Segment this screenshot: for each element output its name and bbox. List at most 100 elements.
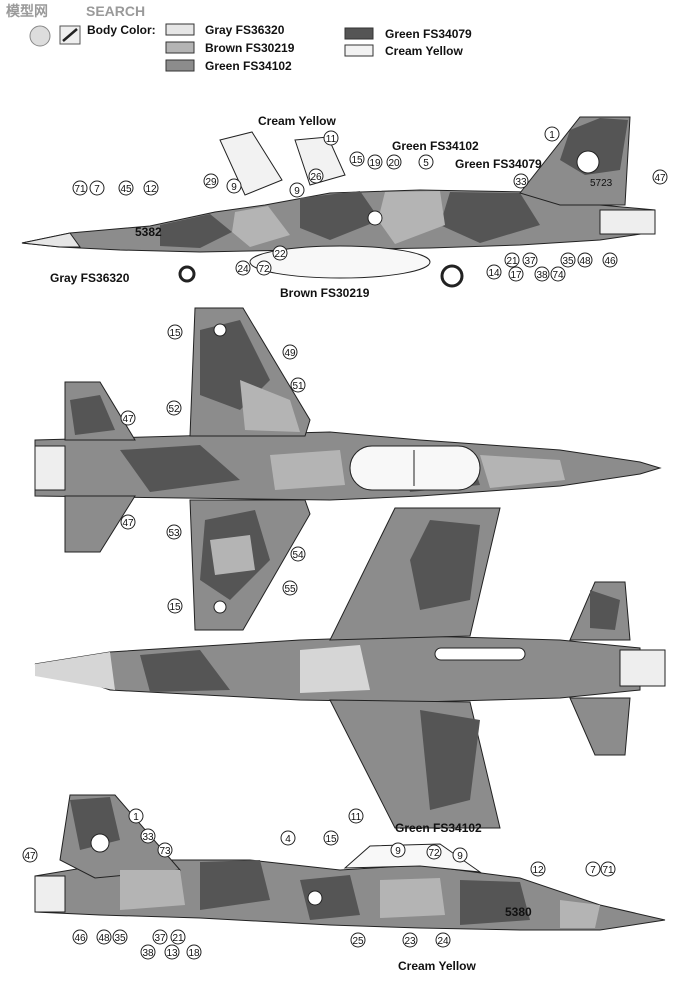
svg-text:72: 72 xyxy=(258,264,270,275)
part-callout: 53 xyxy=(166,524,182,540)
side-top-radome xyxy=(21,232,81,248)
part-callout: 49 xyxy=(282,344,298,360)
part-callout: 33 xyxy=(140,828,156,844)
part-callout: 37 xyxy=(522,252,538,268)
side-bottom-camo-dark xyxy=(70,797,530,925)
svg-text:51: 51 xyxy=(292,381,304,392)
svg-text:35: 35 xyxy=(562,256,574,267)
svg-text:38: 38 xyxy=(142,948,154,959)
underside-fuel-tank xyxy=(434,647,526,661)
color-legend: Body Color: Gray FS36320 Brown FS30219 G… xyxy=(87,23,472,73)
svg-text:15: 15 xyxy=(351,155,363,166)
underside-view: Green FS34102 xyxy=(34,507,666,835)
part-callout: 38 xyxy=(534,266,550,282)
part-callout: 24 xyxy=(435,932,451,948)
svg-text:47: 47 xyxy=(24,851,36,862)
part-callout: 71 xyxy=(72,180,88,196)
swatch-green-34102 xyxy=(165,59,195,72)
side-top-nose-number: 5382 xyxy=(135,225,162,239)
callout-brown-30219: Brown FS30219 xyxy=(280,286,370,300)
side-bottom-nose-number: 5380 xyxy=(505,905,532,919)
svg-text:71: 71 xyxy=(602,865,614,876)
callout-green-34079-top: Green FS34079 xyxy=(455,157,542,171)
svg-text:21: 21 xyxy=(506,256,518,267)
svg-text:23: 23 xyxy=(404,936,416,947)
svg-text:25: 25 xyxy=(352,936,364,947)
part-callout: 9 xyxy=(390,842,406,858)
side-top-main-wheel xyxy=(440,264,464,288)
side-top-part-numbers: 71 7 45 12 29 9 24 72 22 11 15 19 20 5 2… xyxy=(72,126,668,282)
legend-green-34102-label: Green FS34102 xyxy=(205,59,292,73)
side-top-tail-roundel xyxy=(576,150,600,174)
svg-text:21: 21 xyxy=(172,933,184,944)
svg-text:53: 53 xyxy=(168,528,180,539)
svg-text:20: 20 xyxy=(388,158,400,169)
part-callout: 29 xyxy=(203,173,219,189)
svg-text:47: 47 xyxy=(122,518,134,529)
plan-top-roundel-lower xyxy=(213,600,227,614)
part-callout: 19 xyxy=(367,154,383,170)
part-callout: 15 xyxy=(323,830,339,846)
swatch-green-34079 xyxy=(344,27,374,40)
part-callout: 26 xyxy=(308,168,324,184)
svg-text:33: 33 xyxy=(142,832,154,843)
plan-top-fuselage xyxy=(34,431,662,501)
part-callout: 47 xyxy=(22,847,38,863)
plan-top-camo-light xyxy=(210,380,565,575)
side-top-exhaust xyxy=(599,209,656,235)
part-callout: 48 xyxy=(96,929,112,945)
svg-text:13: 13 xyxy=(166,948,178,959)
side-top-camo-light xyxy=(232,191,445,247)
part-callout: 13 xyxy=(164,944,180,960)
svg-text:49: 49 xyxy=(284,348,296,359)
svg-text:24: 24 xyxy=(437,936,449,947)
callout-gray-36320: Gray FS36320 xyxy=(50,271,130,285)
side-top-camo-dark xyxy=(160,191,540,248)
part-callout: 74 xyxy=(550,266,566,282)
part-callout: 21 xyxy=(170,929,186,945)
svg-text:47: 47 xyxy=(122,414,134,425)
part-callout: 9 xyxy=(226,178,242,194)
part-callout: 15 xyxy=(167,324,183,340)
svg-text:55: 55 xyxy=(284,584,296,595)
part-callout: 46 xyxy=(72,929,88,945)
svg-text:11: 11 xyxy=(351,812,362,823)
part-callout: 72 xyxy=(256,260,272,276)
part-callout: 35 xyxy=(112,929,128,945)
underside-tailplane-lower xyxy=(569,697,631,756)
svg-text:15: 15 xyxy=(169,602,181,613)
part-callout: 35 xyxy=(560,252,576,268)
part-callout: 9 xyxy=(289,182,305,198)
side-bottom-part-numbers: 1 33 73 47 4 15 11 9 72 9 12 7 71 46 48 … xyxy=(22,808,616,960)
plan-top-canopy xyxy=(349,445,481,491)
part-callout: 51 xyxy=(290,377,306,393)
part-callout: 33 xyxy=(513,173,529,189)
side-top-nose-wheel xyxy=(178,265,196,283)
svg-text:37: 37 xyxy=(154,933,166,944)
plan-top-tailplane-lower xyxy=(64,495,136,553)
side-bottom-camo-light xyxy=(120,870,600,928)
part-callout: 47 xyxy=(120,410,136,426)
part-callout: 45 xyxy=(118,180,134,196)
legend-cream-yellow-label: Cream Yellow xyxy=(385,44,463,58)
svg-text:37: 37 xyxy=(524,256,536,267)
plan-top-roundel-upper xyxy=(213,323,227,337)
svg-text:38: 38 xyxy=(536,270,548,281)
side-bottom-roundel xyxy=(307,890,323,906)
svg-text:74: 74 xyxy=(552,270,564,281)
part-callout: 73 xyxy=(157,842,173,858)
part-callout: 25 xyxy=(350,932,366,948)
svg-text:17: 17 xyxy=(510,270,522,281)
svg-text:47: 47 xyxy=(654,173,666,184)
logo-badge-icon xyxy=(29,25,51,47)
brush-stroke xyxy=(62,28,78,42)
svg-text:7: 7 xyxy=(94,184,100,195)
svg-text:26: 26 xyxy=(310,172,322,183)
plan-top-camo-dark xyxy=(70,320,480,600)
part-callout: 23 xyxy=(402,932,418,948)
svg-text:48: 48 xyxy=(579,256,591,267)
side-bottom-exhaust xyxy=(34,875,66,913)
part-callout: 24 xyxy=(235,260,251,276)
svg-text:33: 33 xyxy=(515,177,527,188)
part-callout: 9 xyxy=(452,847,468,863)
